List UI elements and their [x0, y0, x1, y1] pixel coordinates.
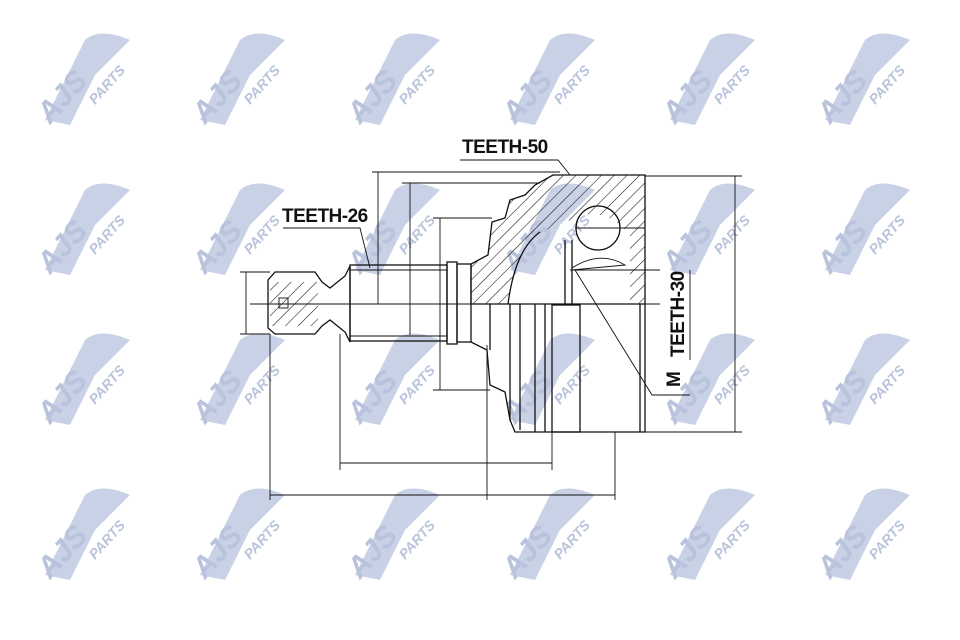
watermark-swoosh: [670, 183, 755, 275]
watermark-swoosh: [200, 488, 285, 580]
abs-ring: [551, 304, 581, 433]
watermark-swoosh: [355, 33, 440, 125]
label-teeth-26: TEETH-26: [282, 206, 368, 227]
watermark-swoosh: [825, 488, 910, 580]
watermark-swoosh: [355, 333, 440, 425]
watermark-swoosh: [825, 333, 910, 425]
watermark-swoosh: [200, 183, 285, 275]
watermark-swoosh: [200, 333, 285, 425]
watermark-swoosh: [670, 488, 755, 580]
stub-shaft: [267, 265, 351, 343]
label-teeth-30: TEETH-30: [668, 271, 689, 357]
dimension-lines: [240, 159, 742, 500]
label-teeth-50: TEETH-50: [462, 137, 548, 158]
bell-housing: [470, 174, 660, 433]
watermark-swoosh: [200, 33, 285, 125]
watermark-swoosh: [45, 488, 130, 580]
watermark-swoosh: [355, 488, 440, 580]
watermark-swoosh: [45, 33, 130, 125]
watermark-swoosh: [510, 488, 595, 580]
spline-shaft: [349, 261, 472, 345]
watermark-swoosh: [510, 33, 595, 125]
watermark-swoosh: [825, 33, 910, 125]
watermark-swoosh: [45, 333, 130, 425]
watermark-swoosh: [670, 33, 755, 125]
watermark-swoosh: [825, 183, 910, 275]
watermark-swoosh: [355, 183, 440, 275]
watermark-swoosh: [670, 333, 755, 425]
watermark-swoosh: [45, 183, 130, 275]
label-thread-m: M: [664, 372, 685, 387]
